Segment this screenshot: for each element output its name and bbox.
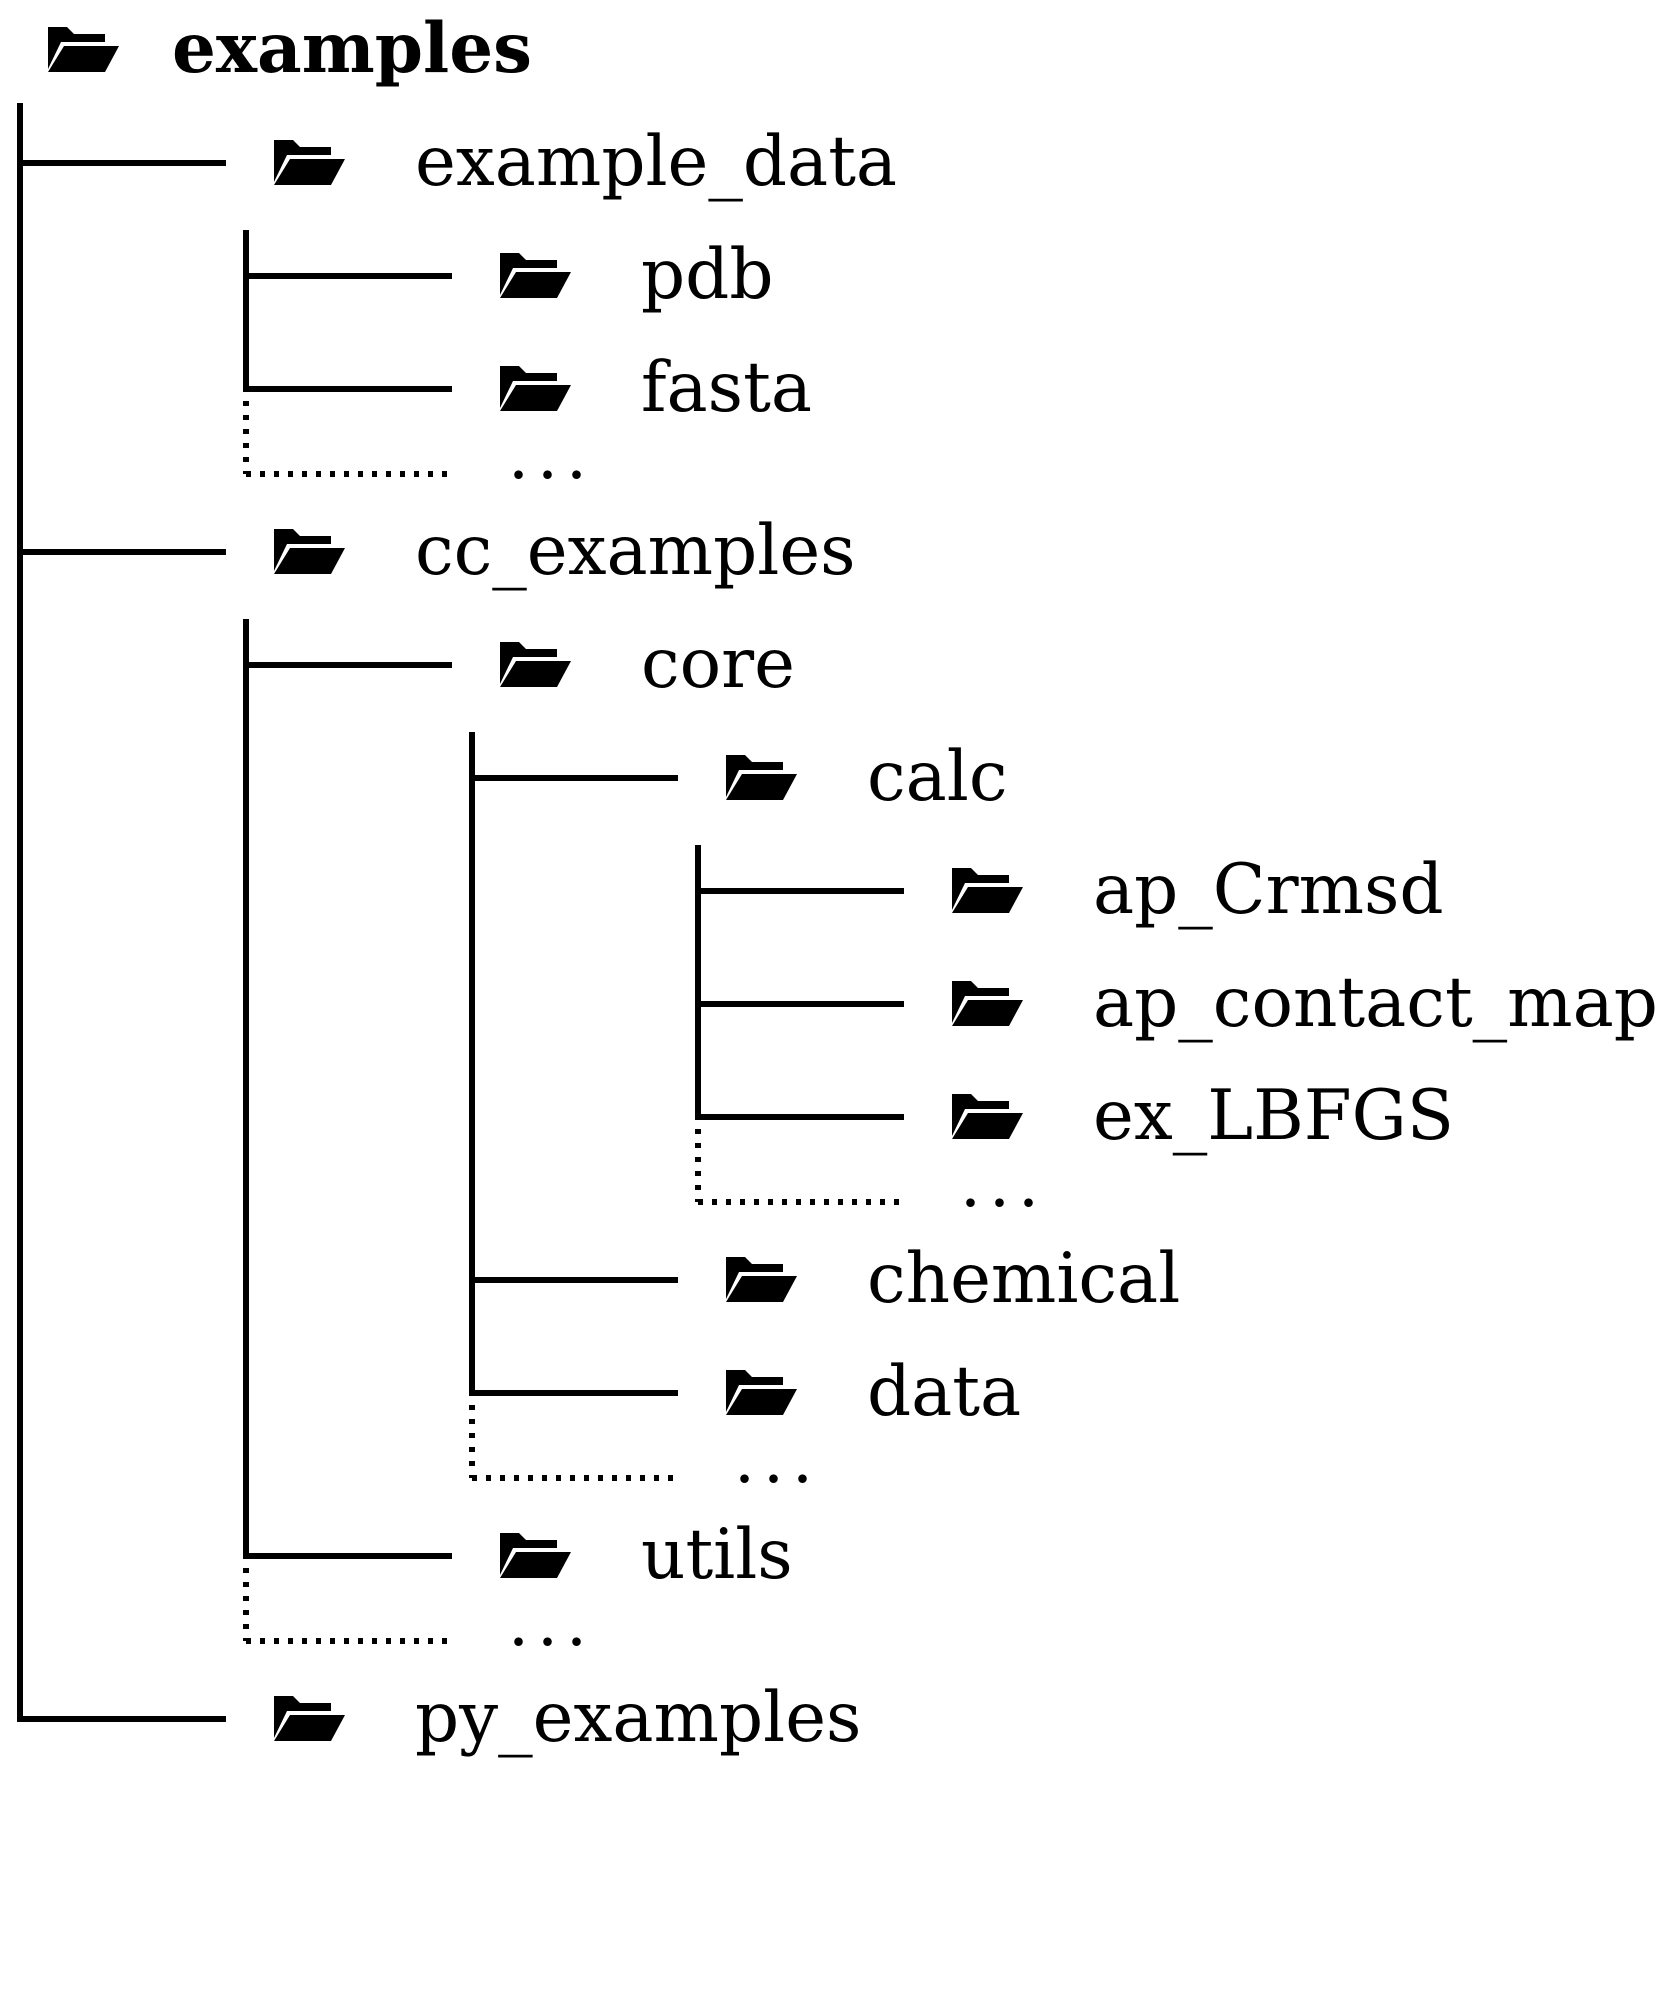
folder-open-icon xyxy=(274,1696,345,1741)
folder-open-icon xyxy=(952,981,1023,1026)
folder-open-icon xyxy=(500,253,571,298)
folder-label: data xyxy=(867,1352,1021,1432)
folder-open-icon xyxy=(952,868,1023,913)
folder-open-icon xyxy=(500,1533,571,1578)
folder-label: examples xyxy=(172,8,532,89)
folder-open-icon xyxy=(48,27,119,72)
folder-label: core xyxy=(641,624,795,704)
folder-open-icon xyxy=(952,1094,1023,1139)
folder-open-icon xyxy=(500,366,571,411)
folder-open-icon xyxy=(726,755,797,800)
folder-open-icon xyxy=(726,1370,797,1415)
ellipsis: ... xyxy=(508,1584,595,1661)
folder-label: pdb xyxy=(641,235,774,315)
ellipsis: ... xyxy=(960,1145,1047,1222)
folder-open-icon xyxy=(500,642,571,687)
folder-label: ap_Crmsd xyxy=(1093,850,1444,930)
folder-open-icon xyxy=(274,529,345,574)
ellipsis: ... xyxy=(734,1421,821,1498)
folder-label: py_examples xyxy=(415,1678,861,1758)
folder-label: cc_examples xyxy=(415,511,856,591)
folder-label: chemical xyxy=(867,1239,1180,1319)
folder-label: ap_contact_map xyxy=(1093,963,1658,1043)
folder-label: utils xyxy=(641,1515,793,1595)
folder-label: example_data xyxy=(415,122,897,202)
ellipsis: ... xyxy=(508,417,595,494)
folder-open-icon xyxy=(274,140,345,185)
folder-label: calc xyxy=(867,737,1008,817)
folder-open-icon xyxy=(726,1257,797,1302)
folder-label: ex_LBFGS xyxy=(1093,1076,1454,1156)
folder-label: fasta xyxy=(641,348,812,428)
